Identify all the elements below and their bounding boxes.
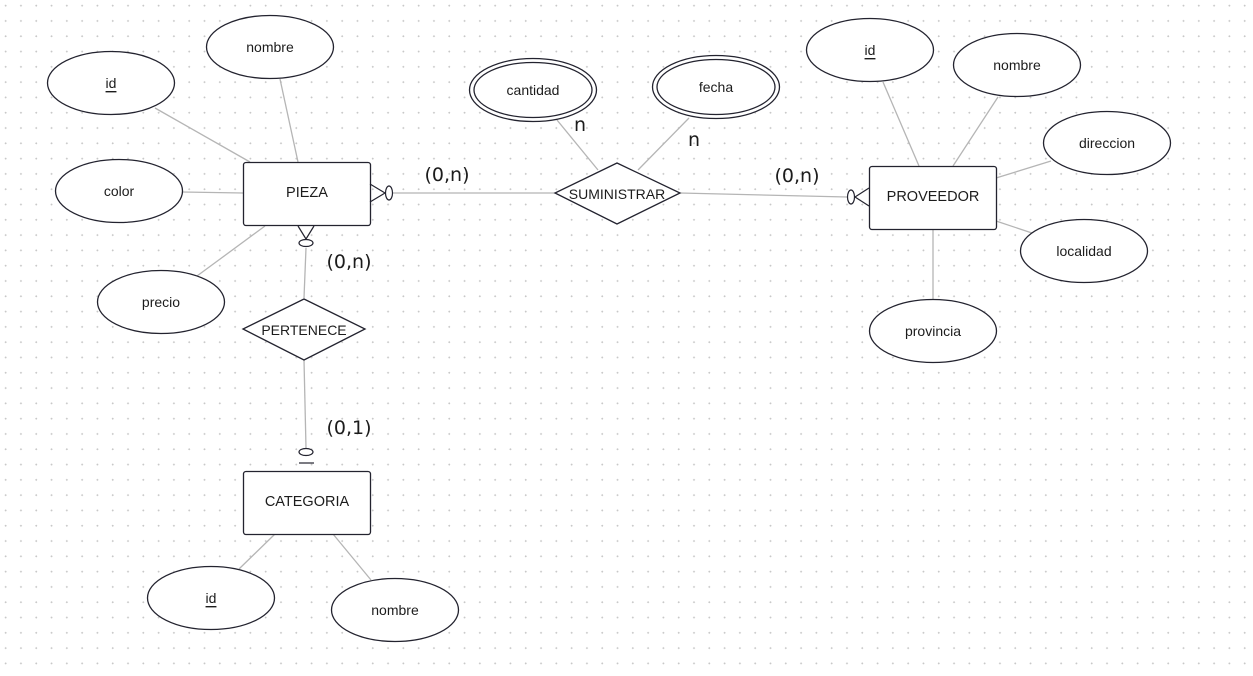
- relationship-suministrar-diamond[interactable]: [553, 162, 682, 225]
- connector-pieza-precio: [196, 225, 266, 277]
- relationship-pertenece[interactable]: PERTENECE: [241, 298, 367, 361]
- connector-pieza-pertenece: [303, 247, 307, 299]
- cardinality-cantidad: n: [574, 114, 586, 136]
- attribute-ellipse[interactable]: [205, 14, 335, 80]
- attribute-pieza-color[interactable]: color: [54, 158, 184, 224]
- attribute-ellipse[interactable]: [96, 269, 226, 335]
- connector-categoria-id: [238, 533, 276, 570]
- attribute-suministrar-cantidad[interactable]: cantidad: [468, 57, 598, 123]
- attribute-ellipse[interactable]: [868, 298, 998, 364]
- connector-proveedor-id: [882, 81, 920, 167]
- connector-proveedor-nombre: [952, 96, 999, 167]
- attribute-label: color: [104, 183, 135, 199]
- connector-proveedor-localidad: [995, 220, 1033, 234]
- crows-foot-zero-many-pieza-bottom-icon: [297, 225, 315, 248]
- relationship-pertenece-label: PERTENECE: [261, 322, 346, 338]
- attribute-label: precio: [142, 294, 180, 310]
- connector-categoria-nombre: [332, 533, 372, 581]
- attribute-label: id: [206, 590, 217, 606]
- cardinality-pertenece-pieza: (0,n): [327, 251, 372, 273]
- attribute-label: nombre: [993, 57, 1041, 73]
- attribute-categoria-id[interactable]: id: [146, 565, 276, 631]
- relationship-suministrar[interactable]: SUMINISTRAR: [553, 162, 682, 225]
- attribute-ellipse[interactable]: [952, 32, 1082, 98]
- attribute-categoria-nombre[interactable]: nombre: [330, 577, 460, 643]
- entity-pieza[interactable]: PIEZA: [242, 161, 372, 227]
- zero-or-one-categoria-icon: [298, 447, 314, 464]
- attribute-label: provincia: [905, 323, 961, 339]
- attribute-ellipse[interactable]: [805, 17, 935, 83]
- attribute-proveedor-nombre[interactable]: nombre: [952, 32, 1082, 98]
- cardinality-pertenece-categoria: (0,1): [326, 417, 371, 439]
- connector-suministrar-cantidad: [556, 119, 599, 171]
- entity-categoria-label: CATEGORIA: [265, 494, 350, 510]
- connector-pieza-id: [154, 107, 251, 163]
- entity-proveedor[interactable]: PROVEEDOR: [868, 165, 998, 231]
- relationship-pertenece-diamond[interactable]: [241, 298, 367, 361]
- connector-suministrar-fecha: [637, 117, 690, 171]
- attribute-proveedor-direccion[interactable]: direccion: [1042, 110, 1172, 176]
- attribute-label: cantidad: [507, 82, 560, 98]
- attribute-ellipse[interactable]: [146, 565, 276, 631]
- connectors: [154, 78, 1052, 581]
- attribute-proveedor-id[interactable]: id: [805, 17, 935, 83]
- entity-proveedor-label: PROVEEDOR: [887, 189, 980, 205]
- attribute-proveedor-provincia[interactable]: provincia: [868, 298, 998, 364]
- cardinality-suministrar-pieza: (0,n): [425, 164, 470, 186]
- attribute-ellipse-inner: [473, 61, 593, 119]
- attribute-ellipse-inner: [656, 58, 776, 116]
- entity-pieza-box[interactable]: [242, 161, 372, 227]
- attribute-label: localidad: [1056, 243, 1111, 259]
- connector-suministrar-proveedor: [679, 192, 848, 198]
- attribute-proveedor-localidad[interactable]: localidad: [1019, 218, 1149, 284]
- relationship-suministrar-label: SUMINISTRAR: [569, 186, 665, 202]
- connector-pertenece-categoria: [303, 359, 307, 449]
- crows-foot-zero-many-proveedor-icon: [846, 187, 870, 207]
- crows-foot-zero-many-pieza-right-icon: [369, 183, 394, 203]
- cardinality-suministrar-proveedor: (0,n): [775, 165, 820, 187]
- attribute-ellipse[interactable]: [330, 577, 460, 643]
- connector-proveedor-direccion: [995, 160, 1052, 179]
- attribute-label: id: [865, 42, 876, 58]
- entity-categoria-box[interactable]: [242, 470, 372, 536]
- attribute-label: fecha: [699, 79, 733, 95]
- attribute-ellipse[interactable]: [1042, 110, 1172, 176]
- attribute-label: nombre: [246, 39, 294, 55]
- attribute-pieza-nombre[interactable]: nombre: [205, 14, 335, 80]
- connector-pieza-nombre: [279, 78, 299, 163]
- connector-pieza-color: [181, 191, 244, 194]
- cardinality-fecha: n: [688, 129, 700, 151]
- attribute-label: id: [106, 75, 117, 91]
- entity-categoria[interactable]: CATEGORIA: [242, 470, 372, 536]
- attribute-ellipse[interactable]: [1019, 218, 1149, 284]
- attribute-ellipse[interactable]: [54, 158, 184, 224]
- attribute-ellipse[interactable]: [46, 50, 176, 116]
- attribute-pieza-precio[interactable]: precio: [96, 269, 226, 335]
- entity-pieza-label: PIEZA: [286, 185, 328, 201]
- entity-proveedor-box[interactable]: [868, 165, 998, 231]
- attribute-pieza-id[interactable]: id: [46, 50, 176, 116]
- attribute-label: direccion: [1079, 135, 1135, 151]
- attribute-suministrar-fecha[interactable]: fecha: [651, 54, 781, 120]
- attribute-label: nombre: [371, 602, 419, 618]
